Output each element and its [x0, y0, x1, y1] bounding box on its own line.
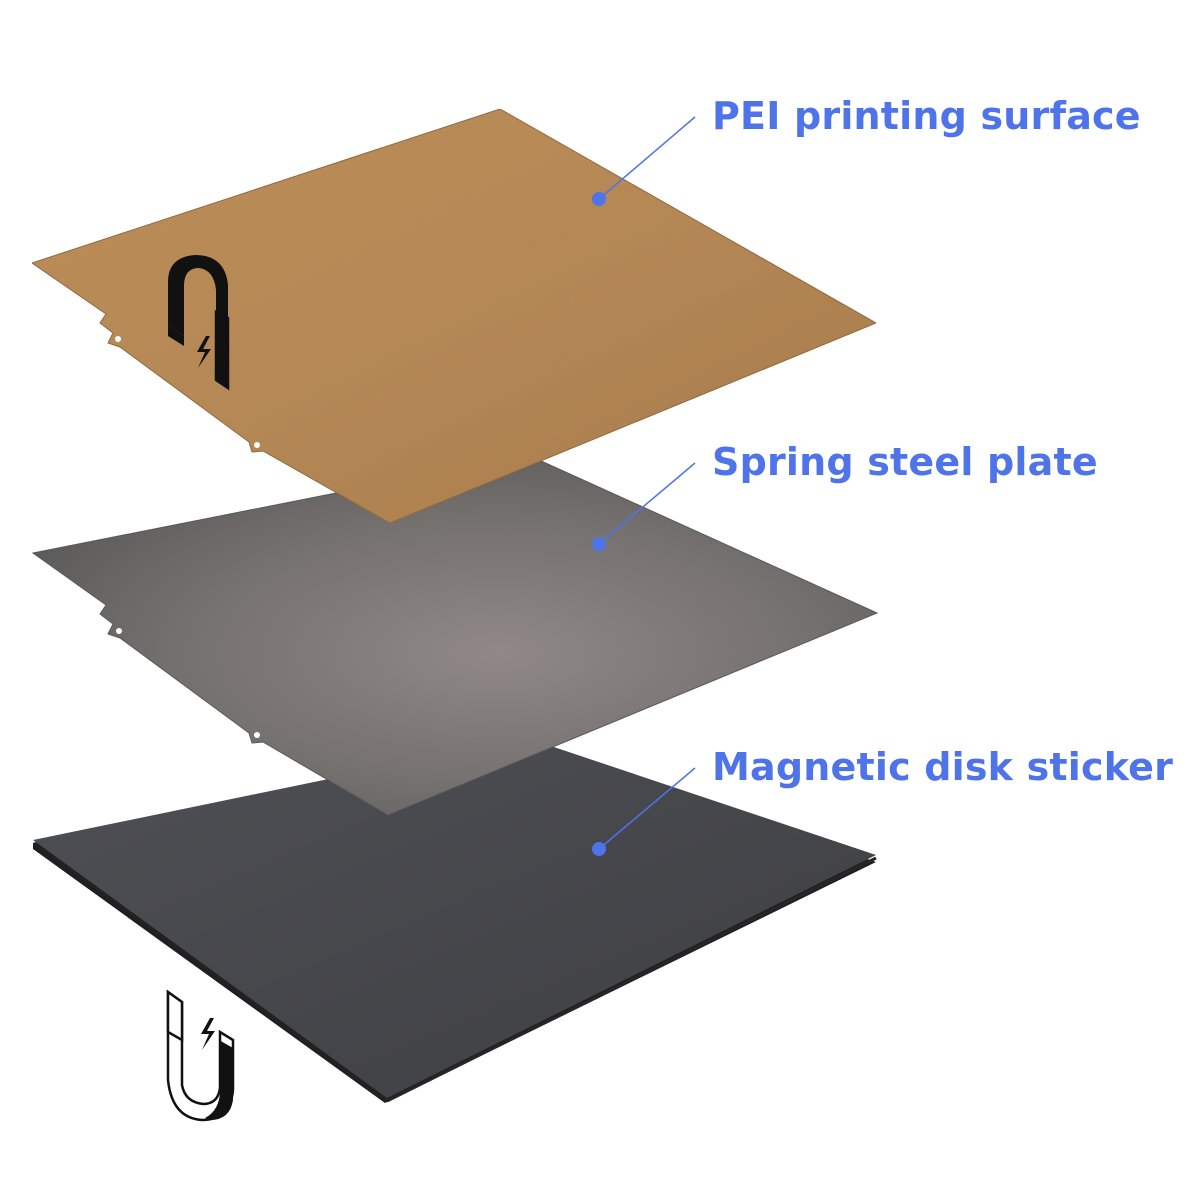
label-spring-steel-plate: Spring steel plate [712, 440, 1098, 484]
spring-steel-layer [31, 454, 879, 816]
label-pei-printing-surface: PEI printing surface [712, 94, 1141, 138]
magnetic-sticker-layer [33, 738, 877, 1103]
leader-line-steel [598, 462, 696, 545]
pei-mount-hole [115, 336, 121, 342]
pei-surface-layer [30, 108, 878, 524]
steel-mount-hole [116, 628, 122, 634]
magnet-lightning-icon [166, 989, 235, 1122]
pei-mount-hole [254, 442, 260, 448]
spring-steel-sheet [31, 454, 879, 816]
leader-dot-magnet [592, 842, 606, 856]
leader-dot-steel [592, 537, 606, 551]
leader-line-pei [598, 116, 696, 200]
magnetic-sticker-sheet [33, 738, 876, 1098]
leader-line-magnet [598, 767, 696, 850]
steel-mount-hole [254, 732, 260, 738]
magnet-lightning-icon [168, 255, 230, 391]
label-magnetic-disk-sticker: Magnetic disk sticker [712, 745, 1174, 789]
leader-lines [592, 116, 696, 856]
pei-surface-sheet [30, 108, 878, 524]
leader-dot-pei [592, 192, 606, 206]
